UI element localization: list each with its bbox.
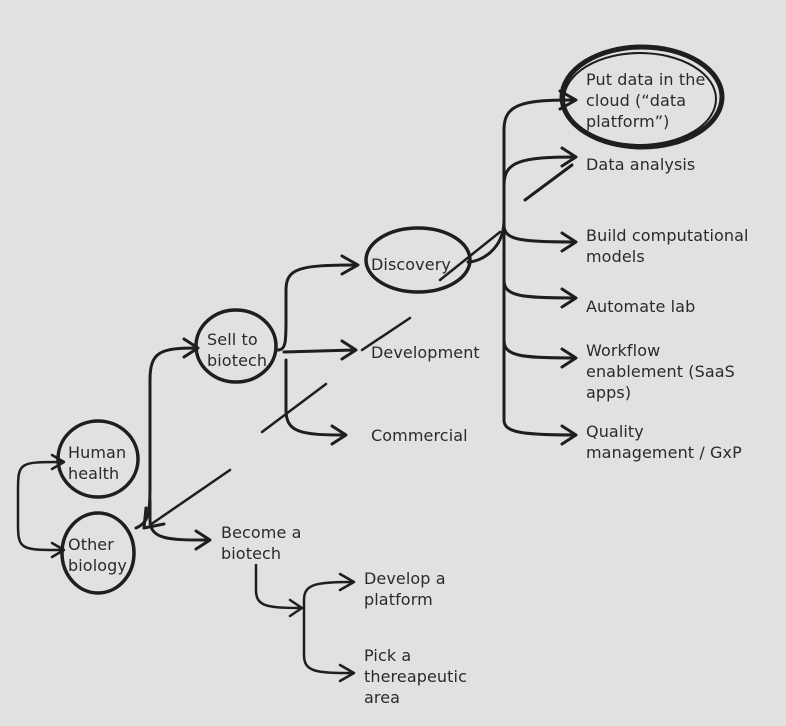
node-put-data-in-cloud: Put data in the cloud (“data platform”) — [586, 70, 706, 131]
arrow-head-other-biology — [50, 541, 66, 559]
arrow-head-discovery — [340, 254, 360, 276]
connector-to-pick-area — [302, 613, 354, 675]
node-data-analysis: Data analysis — [586, 155, 696, 174]
node-automate-lab: Automate lab — [586, 297, 696, 316]
circle-discovery — [364, 226, 472, 294]
arrow-head-quality — [560, 424, 578, 446]
node-development: Development — [371, 343, 480, 362]
arrow-head-become-biotech — [194, 529, 212, 551]
node-discovery: Discovery — [371, 255, 451, 274]
diagonal-arrow-head — [142, 506, 166, 530]
connector-to-data-analysis — [502, 155, 576, 202]
arrow-head-put-data — [558, 89, 578, 111]
node-build-computational-models: Build computational models — [586, 226, 749, 266]
circle-put-data-in-cloud — [559, 44, 725, 150]
connector-trunk-down — [502, 218, 576, 437]
node-develop-a-platform: Develop a platform — [364, 569, 446, 609]
connector-to-workflow — [502, 338, 576, 360]
arrow-head-commercial — [330, 424, 348, 446]
node-human-health: Human health — [68, 443, 127, 483]
connector-to-automate-lab — [502, 278, 576, 300]
node-quality-management: Quality management / GxP — [586, 422, 742, 462]
diagonal-arrow-segment-4 — [260, 382, 328, 434]
arrow-head-pick-area — [338, 663, 356, 683]
arrow-head-development — [340, 339, 358, 361]
arrow-head-sell-to-biotech — [182, 337, 200, 359]
connector-left-bracket — [16, 460, 64, 552]
arrow-head-human-health — [50, 453, 66, 471]
connector-become-to-platform — [254, 563, 302, 610]
connector-to-build-models — [502, 223, 576, 244]
diagonal-arrow-segment-5 — [148, 468, 232, 527]
connector-discovery-trunk — [466, 98, 574, 264]
connector-to-commercial — [284, 358, 346, 437]
diagonal-arrow — [523, 163, 574, 202]
connector-to-development — [282, 348, 356, 354]
connector-to-become-biotech — [148, 498, 210, 542]
arrow-head-build-models — [560, 231, 578, 253]
node-commercial: Commercial — [371, 426, 468, 445]
diagonal-arrow-segment-2 — [438, 230, 502, 282]
arrow-head-automate-lab — [560, 287, 578, 309]
connector-to-discovery — [276, 263, 358, 352]
arrow-head-data-analysis — [560, 146, 578, 168]
arrow-head-become-to-platform — [288, 598, 304, 618]
arrow-head-develop-platform — [338, 572, 356, 592]
node-sell-to-biotech: Sell to biotech — [207, 330, 268, 370]
node-workflow-enablement: Workflow enablement (SaaS apps) — [586, 341, 735, 402]
arrow-head-workflow — [560, 347, 578, 369]
node-other-biology: Other biology — [68, 535, 127, 575]
circle-other-biology — [60, 511, 136, 595]
diagonal-arrow-segment-3 — [360, 316, 412, 352]
connector-to-develop-platform — [302, 580, 354, 617]
node-become-a-biotech: Become a biotech — [221, 523, 302, 563]
node-pick-a-therapeutic-area: Pick a thereapeutic area — [364, 646, 467, 707]
